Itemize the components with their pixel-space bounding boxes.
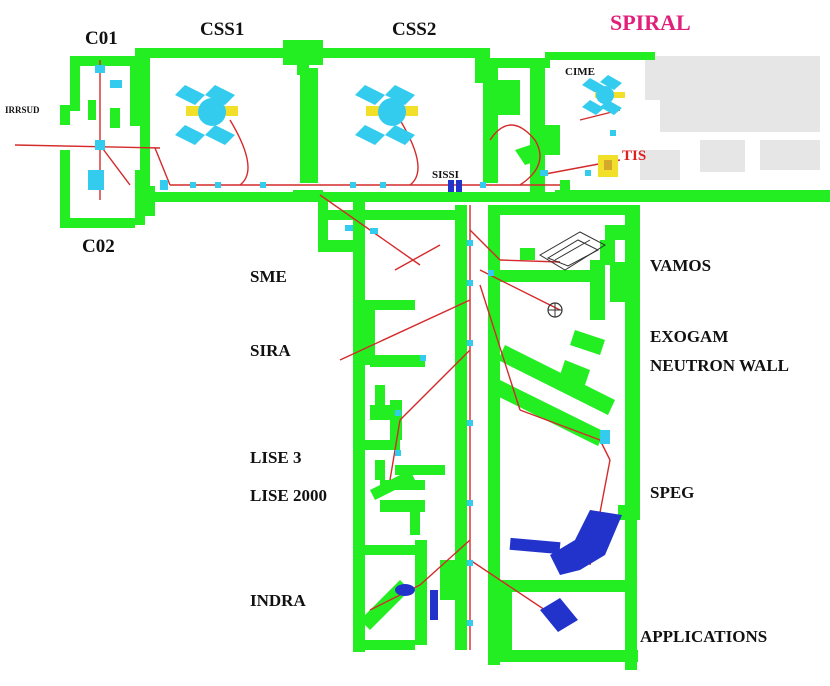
tis-target	[598, 155, 618, 177]
label-speg: SPEG	[650, 483, 694, 502]
label-c01: C01	[85, 28, 118, 49]
label-lise2000: LISE 2000	[250, 486, 327, 505]
label-cime: CIME	[565, 66, 595, 78]
label-indra: INDRA	[250, 591, 306, 610]
label-spiral: SPIRAL	[610, 10, 691, 35]
diagonal-shielding	[360, 145, 615, 630]
applications-target	[540, 598, 578, 632]
label-neutron-wall: NEUTRON WALL	[650, 356, 789, 375]
label-sira: SIRA	[250, 341, 291, 360]
label-applications: APPLICATIONS	[640, 627, 767, 646]
label-irrsud: IRRSUD	[5, 105, 40, 115]
label-vamos: VAMOS	[650, 256, 711, 275]
label-css2: CSS2	[392, 19, 436, 40]
cime-cyclotron	[582, 75, 625, 115]
css1-cyclotron	[175, 85, 238, 145]
label-sissi: SISSI	[432, 169, 459, 181]
beam-magnets	[88, 65, 616, 626]
sissi-magnets	[448, 180, 462, 192]
indra-detector	[395, 584, 438, 620]
label-tis: TIS	[622, 148, 646, 164]
label-exogam: EXOGAM	[650, 327, 728, 346]
vamos-spectrometer	[539, 231, 607, 271]
label-lise3: LISE 3	[250, 448, 302, 467]
label-css1: CSS1	[200, 19, 244, 40]
exogam-detector	[547, 302, 563, 318]
label-c02: C02	[82, 236, 115, 257]
shielding-walls	[60, 40, 830, 670]
speg-spectrometer	[509, 510, 622, 575]
label-sme: SME	[250, 267, 287, 286]
css2-cyclotron	[355, 85, 418, 145]
spiral-annex	[640, 56, 820, 180]
